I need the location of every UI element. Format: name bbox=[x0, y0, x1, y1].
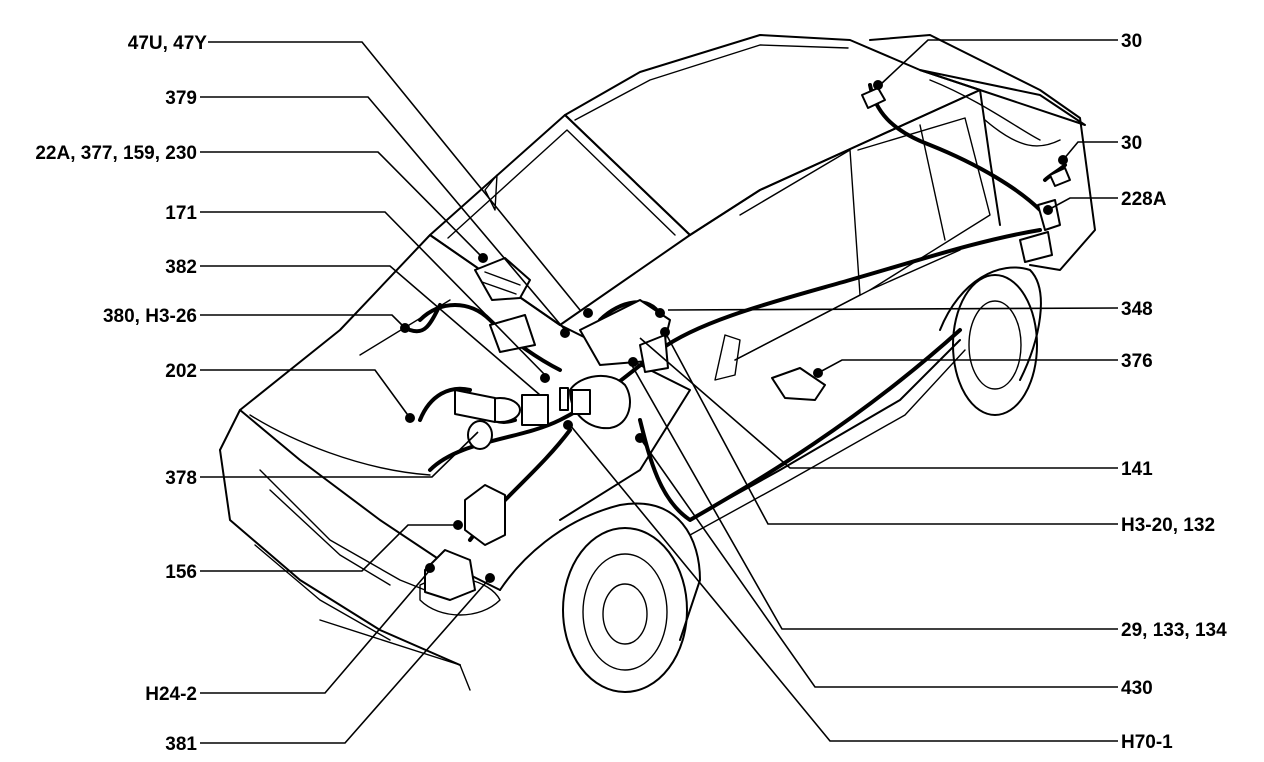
callout-382: 382 bbox=[165, 257, 197, 278]
callout-30-trunk: 30 bbox=[1121, 133, 1142, 154]
callout-22a-377-159-230: 22A, 377, 159, 230 bbox=[35, 143, 197, 164]
callout-228a: 228A bbox=[1121, 189, 1167, 210]
callout-171: 171 bbox=[165, 203, 197, 224]
callout-379: 379 bbox=[165, 88, 197, 109]
callout-h24-2: H24-2 bbox=[145, 684, 197, 705]
callout-30-top: 30 bbox=[1121, 31, 1142, 52]
callout-430: 430 bbox=[1121, 678, 1153, 699]
callout-380-h3-26: 380, H3-26 bbox=[103, 306, 197, 327]
harness-routes bbox=[408, 83, 1067, 542]
leader-lines bbox=[200, 39, 1119, 744]
callout-labels-right: 30 30 228A 348 376 141 H3-20, 132 29, 13… bbox=[1121, 31, 1227, 753]
callout-376: 376 bbox=[1121, 351, 1153, 372]
callout-h3-20-132: H3-20, 132 bbox=[1121, 515, 1215, 536]
callout-h70-1: H70-1 bbox=[1121, 732, 1173, 753]
callout-labels-left: 47U, 47Y 379 22A, 377, 159, 230 171 382 … bbox=[35, 33, 207, 755]
callout-47u-47y: 47U, 47Y bbox=[128, 33, 208, 54]
callout-381: 381 bbox=[165, 734, 197, 755]
callout-29-133-134: 29, 133, 134 bbox=[1121, 620, 1227, 641]
callout-348: 348 bbox=[1121, 299, 1153, 320]
callout-378: 378 bbox=[165, 468, 197, 489]
components bbox=[424, 87, 1071, 601]
callout-156: 156 bbox=[165, 562, 197, 583]
callout-141: 141 bbox=[1121, 459, 1153, 480]
callout-202: 202 bbox=[165, 361, 197, 382]
